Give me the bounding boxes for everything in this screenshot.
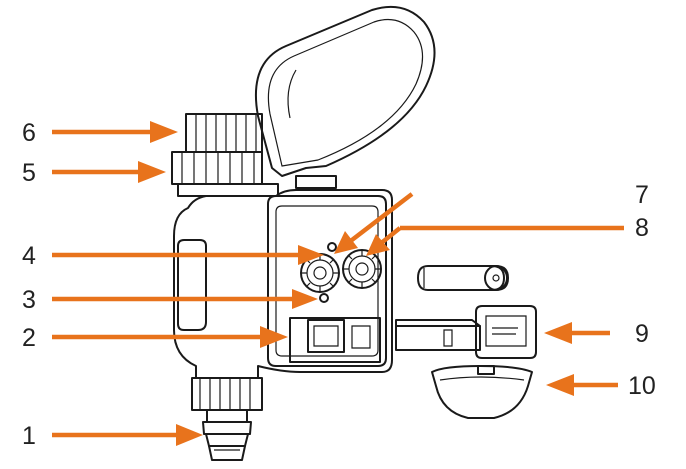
battery-cover xyxy=(431,365,533,419)
callout-label-5: 5 xyxy=(22,159,36,187)
callout-arrow-8 xyxy=(366,225,624,256)
callout-label-4: 4 xyxy=(22,242,36,270)
callout-arrow-6 xyxy=(52,121,178,143)
callout-arrow-10 xyxy=(546,374,618,396)
callout-arrow-1 xyxy=(52,424,203,446)
callout-arrow-3 xyxy=(52,289,318,309)
hose-connector xyxy=(191,377,263,461)
callout-label-10: 10 xyxy=(628,372,656,400)
callout-arrow-7 xyxy=(334,192,414,254)
callout-label-8: 8 xyxy=(635,214,649,242)
callout-arrow-5 xyxy=(52,161,166,183)
batteries xyxy=(417,265,509,291)
callout-label-6: 6 xyxy=(22,119,36,147)
callout-label-2: 2 xyxy=(22,324,36,352)
callout-arrow-9 xyxy=(544,322,610,344)
callout-label-1: 1 xyxy=(22,422,36,450)
callout-label-9: 9 xyxy=(635,320,649,348)
callout-arrow-4 xyxy=(52,245,324,265)
callout-label-7: 7 xyxy=(635,181,649,209)
tap-connector xyxy=(171,113,279,197)
lid xyxy=(254,6,436,189)
indicator-lights xyxy=(319,242,337,303)
timer-body xyxy=(173,189,393,379)
callout-label-3: 3 xyxy=(22,286,36,314)
battery-window xyxy=(289,317,381,363)
dial-right xyxy=(342,249,382,289)
battery-holder xyxy=(395,305,537,359)
callout-arrow-2 xyxy=(52,326,288,348)
